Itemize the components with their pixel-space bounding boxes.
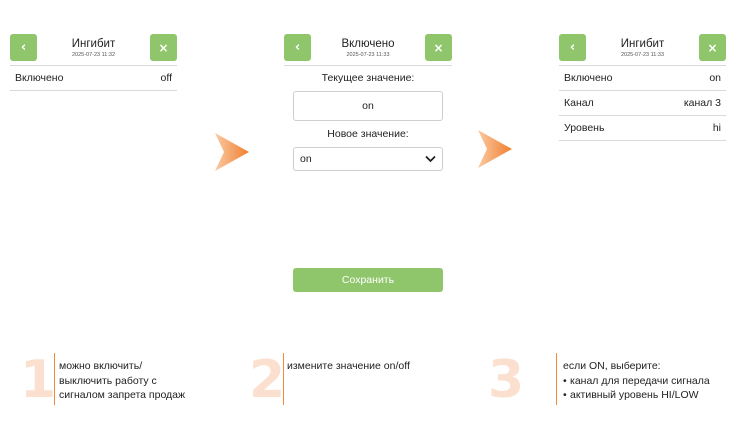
screen-edit-enabled: ‹ Включено 2025-07-23 11:33 × Текущее зн… <box>284 34 452 171</box>
setting-row-enabled[interactable]: Включено on <box>559 66 726 91</box>
step-number: 3 <box>488 350 525 410</box>
setting-label: Уровень <box>564 122 605 134</box>
step-divider <box>54 353 55 405</box>
step-divider <box>283 353 284 405</box>
screen-timestamp: 2025-07-23 11:33 <box>620 52 665 58</box>
screen-header: ‹ Включено 2025-07-23 11:33 × <box>284 34 452 66</box>
screen-inhibit-on: ‹ Ингибит 2025-07-23 11:33 × Включено on… <box>559 34 726 141</box>
step-line: измените значение on/off <box>287 360 410 372</box>
setting-value: on <box>709 72 721 84</box>
arrow-right-icon <box>478 130 512 168</box>
close-icon: × <box>433 40 444 55</box>
close-button[interactable]: × <box>425 34 452 61</box>
save-button[interactable]: Сохранить <box>293 268 443 292</box>
chevron-left-icon: ‹ <box>294 40 301 55</box>
back-button[interactable]: ‹ <box>559 34 586 61</box>
back-button[interactable]: ‹ <box>284 34 311 61</box>
new-value-label: Новое значение: <box>327 128 409 140</box>
screen-timestamp: 2025-07-23 11:32 <box>71 52 116 58</box>
step-line: сигналом запрета продаж <box>59 389 186 401</box>
setting-value: off <box>160 72 172 84</box>
chevron-down-icon <box>425 155 436 163</box>
chevron-left-icon: ‹ <box>20 40 27 55</box>
step-line: можно включить/ <box>59 360 143 372</box>
close-button[interactable]: × <box>150 34 177 61</box>
close-icon: × <box>158 40 169 55</box>
setting-row-level[interactable]: Уровень hi <box>559 116 726 141</box>
new-value-select[interactable]: on <box>293 147 443 171</box>
current-value-label: Текущее значение: <box>321 72 415 84</box>
screen-timestamp: 2025-07-23 11:33 <box>346 52 390 58</box>
step-number: 1 <box>20 350 57 410</box>
selected-value: on <box>300 153 312 165</box>
close-icon: × <box>707 40 718 55</box>
chevron-left-icon: ‹ <box>569 40 576 55</box>
step-description: если ON, выберите: канал для передачи си… <box>563 359 710 403</box>
step-bullet: канал для передачи сигнала <box>563 374 710 389</box>
setting-value: канал 3 <box>683 97 721 109</box>
close-button[interactable]: × <box>699 34 726 61</box>
screen-header: ‹ Ингибит 2025-07-23 11:33 × <box>559 34 726 66</box>
screen-header: ‹ Ингибит 2025-07-23 11:32 × <box>10 34 177 66</box>
setting-label: Включено <box>15 72 64 84</box>
arrow-right-icon <box>215 133 249 171</box>
back-button[interactable]: ‹ <box>10 34 37 61</box>
setting-row-channel[interactable]: Канал канал 3 <box>559 91 726 116</box>
step-bullet: активный уровень HI/LOW <box>563 388 710 403</box>
setting-label: Включено <box>564 72 613 84</box>
setting-label: Канал <box>564 97 594 109</box>
screen-inhibit-off: ‹ Ингибит 2025-07-23 11:32 × Включено of… <box>10 34 177 91</box>
step-bullets: канал для передачи сигнала активный уров… <box>563 374 710 403</box>
screen-title: Включено <box>341 38 395 50</box>
step-intro: если ON, выберите: <box>563 360 661 372</box>
setting-row-enabled[interactable]: Включено off <box>10 66 177 91</box>
step-description: измените значение on/off <box>287 359 410 374</box>
step-description: можно включить/ выключить работу с сигна… <box>59 359 185 403</box>
screen-title: Ингибит <box>620 38 665 50</box>
step-line: выключить работу с <box>59 374 157 387</box>
current-value-field: on <box>293 91 443 121</box>
step-number: 2 <box>249 350 286 410</box>
setting-value: hi <box>712 122 721 134</box>
screen-title: Ингибит <box>71 38 116 50</box>
step-divider <box>556 353 557 405</box>
